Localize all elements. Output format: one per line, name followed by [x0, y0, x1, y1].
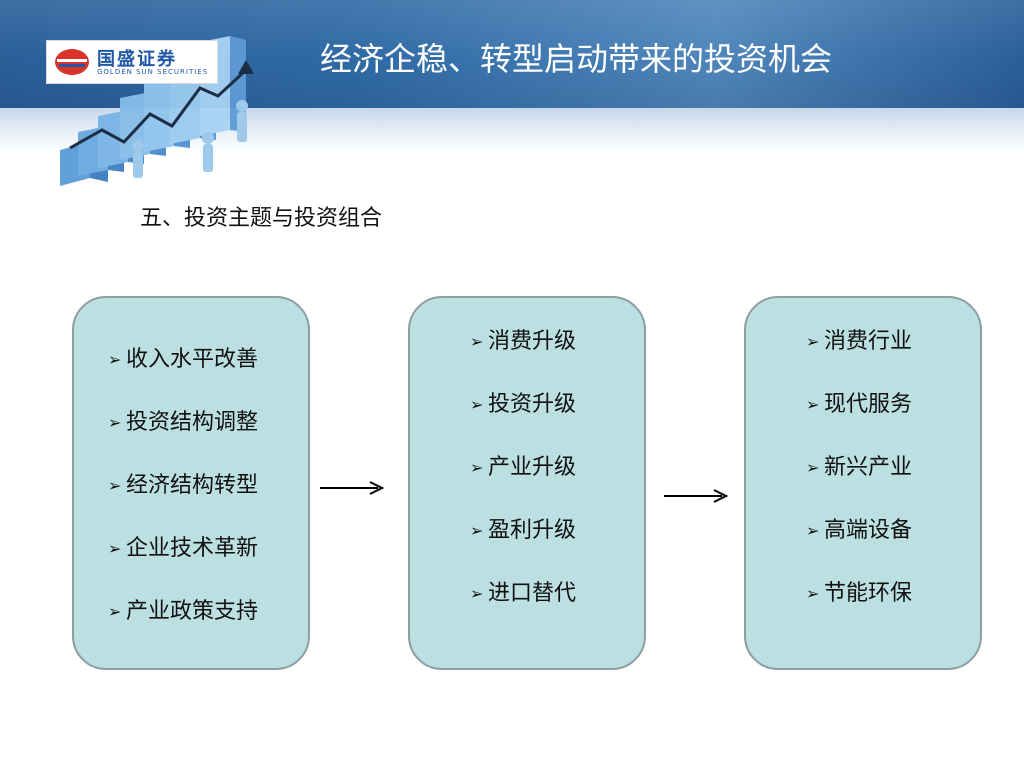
box-1: ➢收入水平改善 ➢投资结构调整 ➢经济结构转型 ➢企业技术革新 ➢产业政策支持: [72, 296, 310, 670]
box-2-list: ➢消费升级 ➢投资升级 ➢产业升级 ➢盈利升级 ➢进口替代: [470, 328, 576, 643]
arrow-bullet-icon: ➢: [806, 584, 820, 603]
arrow-bullet-icon: ➢: [470, 521, 484, 540]
section-title: 五、投资主题与投资组合: [140, 206, 383, 231]
arrow-bullet-icon: ➢: [470, 395, 484, 414]
logo-mark-icon: [55, 49, 89, 75]
list-item: ➢产业政策支持: [108, 599, 259, 624]
arrow-bullet-icon: ➢: [806, 332, 820, 351]
logo-brand-text: 国盛证券: [97, 49, 177, 70]
list-item: ➢新兴产业: [806, 455, 913, 480]
arrow-bullet-icon: ➢: [108, 602, 122, 621]
list-item: ➢投资结构调整: [108, 410, 259, 435]
box-3-list: ➢消费行业 ➢现代服务 ➢新兴产业 ➢高端设备 ➢节能环保: [806, 328, 912, 643]
list-item: ➢投资升级: [470, 392, 577, 417]
arrow-bullet-icon: ➢: [108, 476, 122, 495]
list-item: ➢现代服务: [806, 392, 913, 417]
arrow-bullet-icon: ➢: [470, 458, 484, 477]
list-item: ➢经济结构转型: [108, 473, 259, 498]
list-item: ➢节能环保: [806, 581, 913, 606]
arrow-bullet-icon: ➢: [108, 413, 122, 432]
arrow-bullet-icon: ➢: [108, 350, 122, 369]
arrow-right-icon: [320, 481, 385, 495]
box-3: ➢消费行业 ➢现代服务 ➢新兴产业 ➢高端设备 ➢节能环保: [744, 296, 982, 670]
logo-subtitle-text: GOLDEN SUN SECURITIES: [97, 68, 209, 76]
arrow-bullet-icon: ➢: [806, 395, 820, 414]
list-item: ➢高端设备: [806, 518, 913, 543]
arrow-bullet-icon: ➢: [108, 539, 122, 558]
box-2: ➢消费升级 ➢投资升级 ➢产业升级 ➢盈利升级 ➢进口替代: [408, 296, 646, 670]
arrow-bullet-icon: ➢: [806, 458, 820, 477]
box-1-list: ➢收入水平改善 ➢投资结构调整 ➢经济结构转型 ➢企业技术革新 ➢产业政策支持: [108, 346, 258, 661]
list-item: ➢企业技术革新: [108, 536, 259, 561]
company-logo: 国盛证券 GOLDEN SUN SECURITIES: [46, 40, 218, 84]
arrow-bullet-icon: ➢: [470, 584, 484, 603]
slide-title: 经济企稳、转型启动带来的投资机会: [320, 40, 833, 78]
list-item: ➢盈利升级: [470, 518, 577, 543]
list-item: ➢收入水平改善: [108, 347, 259, 372]
arrow-bullet-icon: ➢: [470, 332, 484, 351]
list-item: ➢进口替代: [470, 581, 577, 606]
list-item: ➢消费升级: [470, 329, 577, 354]
list-item: ➢消费行业: [806, 329, 913, 354]
arrow-right-icon: [664, 489, 729, 503]
arrow-bullet-icon: ➢: [806, 521, 820, 540]
list-item: ➢产业升级: [470, 455, 577, 480]
